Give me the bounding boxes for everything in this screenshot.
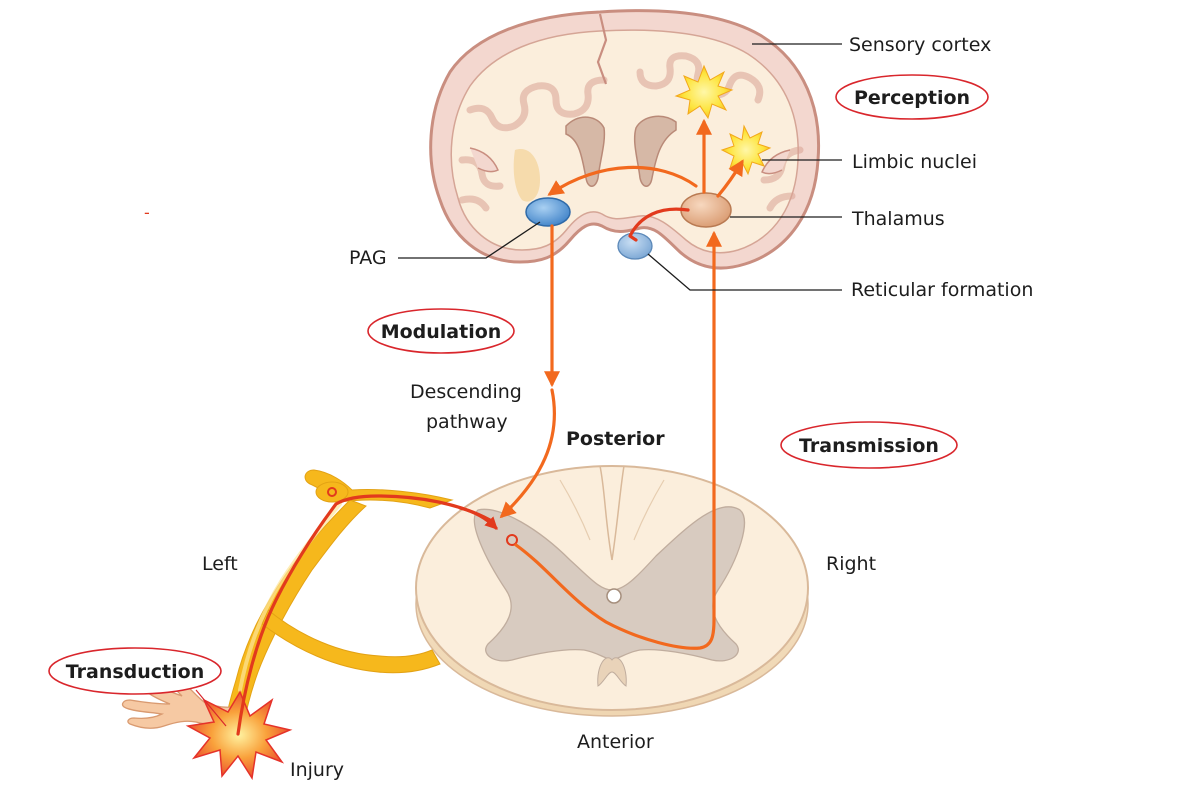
descending-pathway-curve (499, 388, 557, 519)
svg-text:Perception: Perception (854, 87, 970, 109)
dorsal-entry-arrow (458, 506, 498, 530)
reticular-formation-nucleus (617, 232, 653, 260)
spinal-cord-icon (415, 465, 809, 717)
stage-transmission: Transmission (780, 421, 958, 469)
label-left: Left (202, 553, 238, 575)
stray-dash-mark: - (144, 203, 150, 222)
label-descending-line2: pathway (426, 411, 508, 433)
svg-text:Transduction: Transduction (66, 661, 204, 683)
label-posterior: Posterior (566, 428, 665, 450)
label-limbic-nuclei: Limbic nuclei (852, 151, 977, 173)
svg-text:Modulation: Modulation (381, 321, 502, 343)
stage-transduction: Transduction (48, 647, 222, 695)
ganglion-signal-node (327, 487, 337, 497)
pag-nucleus (525, 197, 571, 227)
leader-transduction (195, 689, 227, 727)
brain-icon (429, 9, 821, 270)
label-descending-line1: Descending (410, 381, 522, 403)
ascending-tract (514, 230, 722, 650)
cortex-to-pag-arrow (547, 165, 698, 196)
leader-reticular-formation (647, 253, 842, 291)
dorsal-horn-synapse (506, 534, 518, 546)
leader-pag (398, 221, 541, 259)
label-thalamus: Thalamus (851, 208, 945, 230)
afferent-signal-path (236, 494, 492, 736)
svg-text:Transmission: Transmission (799, 435, 939, 457)
thalamus-to-reticular-line (628, 207, 690, 242)
label-pag: PAG (349, 247, 387, 269)
label-right: Right (826, 553, 876, 575)
thalamus-to-limbic-arrow (716, 159, 744, 198)
label-anterior: Anterior (577, 731, 654, 753)
label-reticular-formation: Reticular formation (851, 279, 1033, 301)
perception-burst-icon (674, 64, 734, 120)
label-sensory-cortex: Sensory cortex (849, 34, 991, 56)
label-injury: Injury (290, 759, 344, 781)
stage-perception: Perception (835, 74, 989, 120)
stage-modulation: Modulation (367, 308, 515, 354)
